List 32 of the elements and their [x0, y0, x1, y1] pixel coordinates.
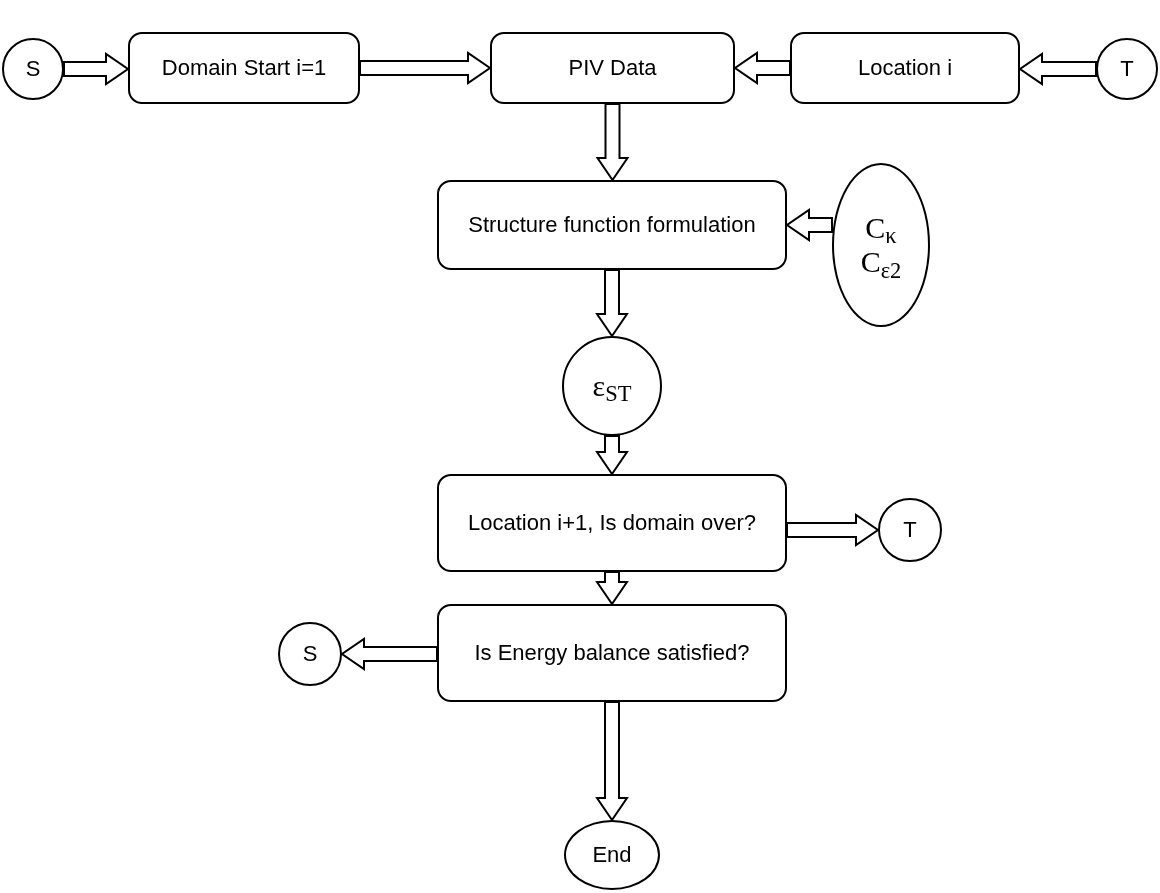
node-label: End [591, 840, 633, 869]
node-label: Structure function formulation [467, 210, 757, 239]
hollow-arrow [786, 513, 880, 547]
process-box [437, 180, 787, 270]
process-box [790, 32, 1020, 104]
process-box [490, 32, 735, 104]
process-box [437, 604, 787, 702]
hollow-arrow [733, 51, 791, 85]
node-label: Location i [856, 53, 954, 82]
hollow-arrow [359, 51, 492, 85]
node-label: PIV Data [567, 53, 658, 82]
node-label: C$_{κ}$ [864, 210, 898, 245]
process-box [128, 32, 360, 104]
hollow-arrow [595, 435, 629, 476]
node-label: Is Energy balance satisfied? [473, 638, 751, 667]
hollow-arrow [785, 208, 833, 242]
node-label: T [1119, 54, 1135, 83]
node-label: S [24, 54, 42, 83]
process-box [437, 474, 787, 572]
hollow-arrow [63, 52, 130, 86]
node-label: Location i+1, Is domain over? [467, 508, 757, 537]
node-label: C$_{ε2}$ [859, 245, 903, 280]
hollow-arrow [595, 103, 630, 182]
node-label: T [902, 515, 918, 544]
hollow-arrow [595, 571, 629, 606]
node-label: S [301, 639, 319, 668]
hollow-arrow [595, 701, 629, 822]
hollow-arrow [340, 637, 438, 671]
node-label: ε$_{ST}$ [591, 368, 633, 404]
hollow-arrow [1018, 52, 1097, 86]
node-label: Domain Start i=1 [160, 53, 328, 82]
hollow-arrow [595, 269, 629, 338]
